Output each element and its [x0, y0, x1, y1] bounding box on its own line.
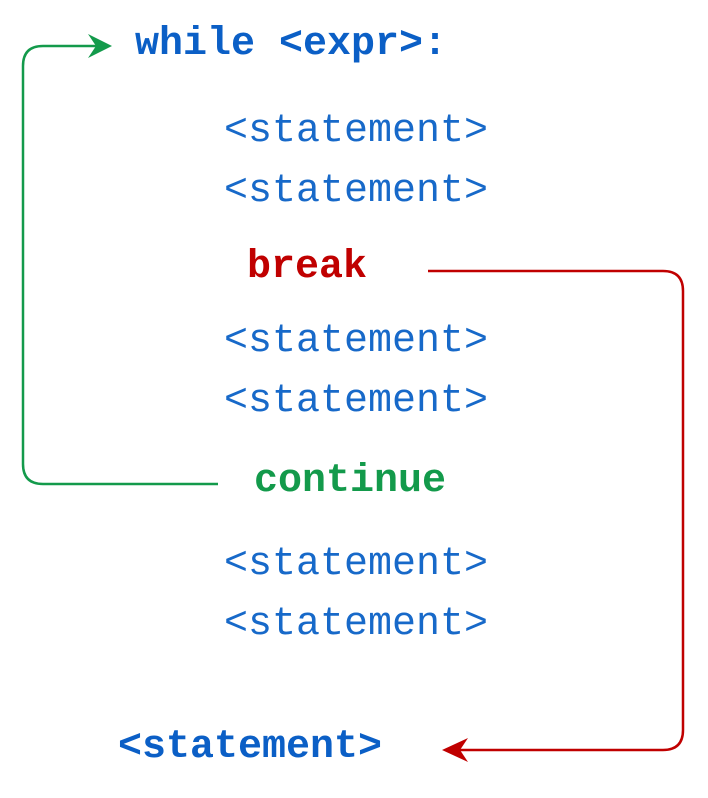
loop-statement: <statement> [224, 542, 489, 587]
loop-statement: <statement> [224, 319, 489, 364]
break-keyword: break [247, 245, 368, 290]
loop-statement: <statement> [224, 109, 489, 154]
after-loop-statement: <statement> [118, 725, 383, 770]
continue-keyword: continue [254, 459, 447, 504]
continue-arrowhead-icon [88, 34, 112, 58]
loop-statement: <statement> [224, 602, 489, 647]
loop-statement: <statement> [224, 169, 489, 214]
continue-arrow [21, 44, 218, 486]
break-arrowhead-icon [442, 738, 468, 762]
break-arrow [428, 269, 685, 752]
while-header: while <expr>: [135, 22, 448, 67]
loop-statement: <statement> [224, 379, 489, 424]
